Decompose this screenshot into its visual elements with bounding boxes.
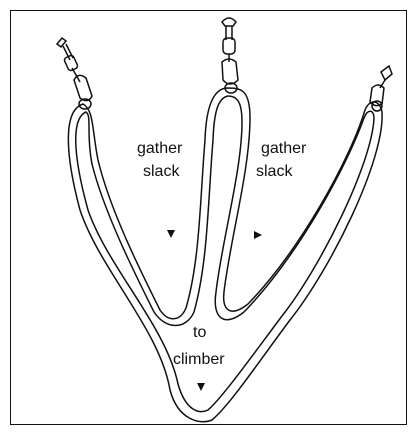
center-anchor-icon	[222, 18, 238, 93]
to-label: to	[193, 324, 206, 341]
right-slack-label: slack	[256, 163, 293, 180]
climber-label: climber	[173, 351, 225, 368]
left-slack-label: slack	[143, 163, 180, 180]
right-gather-label: gather	[261, 140, 307, 157]
right-anchor-icon	[370, 66, 392, 111]
left-gather-label: gather	[137, 140, 183, 157]
rope	[68, 88, 382, 422]
left-anchor-icon	[57, 38, 92, 109]
right-triangle-icon	[254, 231, 262, 239]
left-down-triangle-icon	[167, 230, 175, 238]
climber-down-triangle-icon	[197, 383, 205, 391]
